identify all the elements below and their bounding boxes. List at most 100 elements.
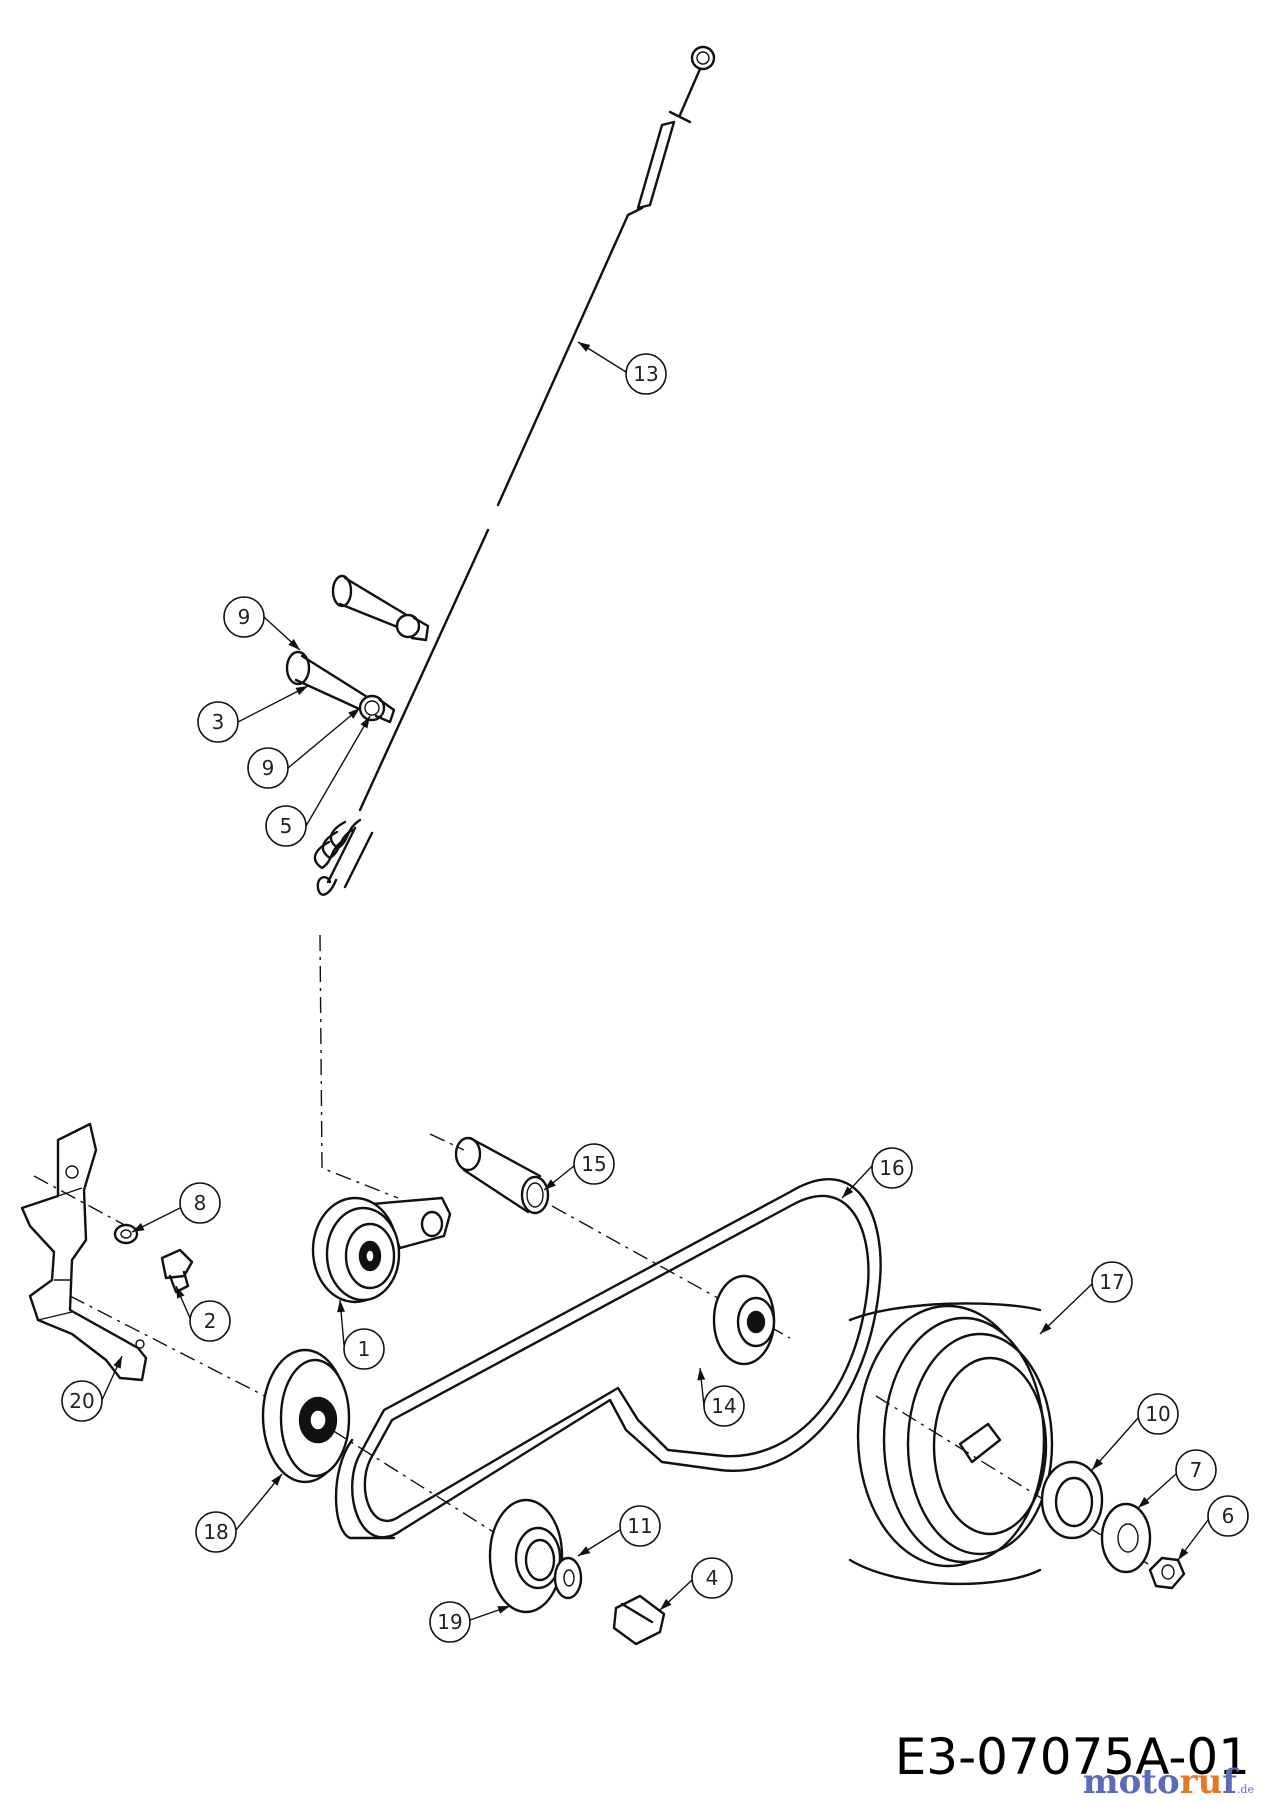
callout-bubble: [703, 1385, 745, 1427]
pulley-half-part: [488, 1498, 564, 1614]
axis-line-cable: [319, 934, 399, 1199]
callout-number: 9: [262, 756, 275, 780]
callout-number: 10: [1145, 1402, 1170, 1426]
callout-bubble: [195, 1511, 237, 1553]
callout-v-belt: 16: [841, 1147, 913, 1199]
callout-arrowhead: [842, 1186, 854, 1198]
callout-bubble: [61, 1380, 103, 1422]
hex-bolt-part: [612, 1594, 666, 1646]
callout-arrowhead: [271, 1474, 282, 1486]
callout-arrowhead: [1138, 1497, 1150, 1508]
watermark-logo: motoruf.de: [1082, 1762, 1254, 1802]
callout-arrowhead: [132, 1223, 145, 1232]
callout-drive-pulley: 14: [697, 1367, 745, 1427]
callout-leader: [1039, 1283, 1093, 1335]
callout-arrowhead: [113, 1356, 122, 1369]
callout-number: 2: [204, 1309, 217, 1333]
callout-arrowhead: [578, 1546, 591, 1556]
callout-bubble: [625, 353, 667, 395]
callout-arrowhead: [288, 638, 300, 650]
callout-bubble: [343, 1328, 385, 1370]
callout-bubble: [691, 1557, 733, 1599]
callout-number: 11: [627, 1514, 652, 1538]
callout-arrowhead: [578, 342, 591, 352]
callout-nut: 5: [265, 715, 371, 847]
callout-belt-guide: 18: [195, 1473, 283, 1553]
callout-cable: 13: [577, 341, 667, 395]
callout-bubble: [1175, 1449, 1217, 1491]
callout-leader: [237, 685, 309, 723]
callout-arrowhead: [348, 708, 360, 719]
callouts: 13 9 3 9 5 8 2 1 15 16 14 17 20 18 10 76 11 19 4: [61, 341, 1249, 1643]
callout-bubble: [1091, 1261, 1133, 1303]
callout-bubble: [573, 1143, 615, 1185]
callout-shoulder-bolt: 3: [197, 685, 309, 743]
v-belt-part: [334, 1178, 882, 1540]
bracket-part: [20, 1122, 148, 1382]
callout-number: 1: [358, 1337, 371, 1361]
callout-flange-nut: 8: [131, 1182, 221, 1233]
callout-bubble: [189, 1300, 231, 1342]
callout-arrowhead: [1092, 1458, 1103, 1470]
callout-washer-lower: 9: [247, 707, 361, 789]
spacer-washer-part: [1040, 1460, 1104, 1540]
upper-shoulder-bolt-part: [331, 574, 430, 642]
callout-spacer-washer: 10: [1091, 1393, 1179, 1471]
callout-hex-nut: 6: [1177, 1495, 1249, 1561]
callout-number: 5: [280, 814, 293, 838]
callout-bubble: [619, 1505, 661, 1547]
callout-large-pulley: 17: [1039, 1261, 1133, 1335]
bolt-part: [160, 1248, 194, 1294]
callout-arrowhead: [337, 1300, 346, 1313]
hex-nut-part: [1148, 1556, 1186, 1590]
callout-washer-upper: 9: [223, 596, 301, 651]
lock-washer-part: [1100, 1502, 1152, 1574]
callout-idler-pulley: 1: [337, 1299, 385, 1370]
drive-pulley-part: [712, 1274, 776, 1366]
callout-number: 3: [212, 710, 225, 734]
callout-bubble: [429, 1601, 471, 1643]
callout-spacer-tube: 15: [543, 1143, 615, 1191]
callout-hex-bolt: 4: [659, 1557, 733, 1611]
callout-leader: [287, 707, 361, 769]
drawing-code: E3-07075A-01: [894, 1728, 1250, 1786]
callout-bubble: [197, 701, 239, 743]
callout-arrowhead: [360, 716, 370, 729]
callout-bracket: 20: [61, 1355, 123, 1422]
callout-number: 8: [194, 1191, 207, 1215]
callout-arrowhead: [660, 1598, 672, 1610]
callout-arrowhead: [1178, 1548, 1189, 1560]
spacer-tube-part: [454, 1136, 550, 1215]
callout-pulley-half: 19: [429, 1601, 511, 1643]
belt-guide-part: [261, 1348, 351, 1484]
large-pulley-part: [848, 1302, 1054, 1586]
flange-nut-part: [113, 1223, 139, 1245]
callout-number: 7: [1190, 1458, 1203, 1482]
callout-leader: [305, 715, 371, 827]
callout-arrowhead: [497, 1606, 510, 1614]
callout-arrowhead: [176, 1286, 185, 1299]
callout-number: 9: [238, 605, 251, 629]
callout-number: 16: [879, 1156, 904, 1180]
axis-line-large: [875, 1395, 1149, 1565]
callout-arrowhead: [697, 1368, 706, 1381]
callout-bolt: 2: [175, 1285, 231, 1342]
callout-arrowhead: [295, 686, 308, 696]
cable-part: [313, 45, 716, 896]
callout-leader: [235, 1473, 283, 1531]
callout-washer: 11: [577, 1505, 661, 1557]
callout-bubble: [871, 1147, 913, 1189]
axis-line-bracket-lower: [69, 1295, 293, 1411]
callout-number: 6: [1222, 1504, 1235, 1528]
callout-number: 17: [1099, 1270, 1124, 1294]
callout-bubble: [265, 805, 307, 847]
callout-bubble: [179, 1182, 221, 1224]
callout-lock-washer: 7: [1137, 1449, 1217, 1509]
callout-number: 14: [711, 1394, 736, 1418]
callout-number: 4: [706, 1566, 719, 1590]
callout-number: 19: [437, 1610, 462, 1634]
callout-arrowhead: [544, 1179, 556, 1190]
axis-line-bracket: [33, 1175, 131, 1229]
washer-part: [553, 1556, 583, 1600]
